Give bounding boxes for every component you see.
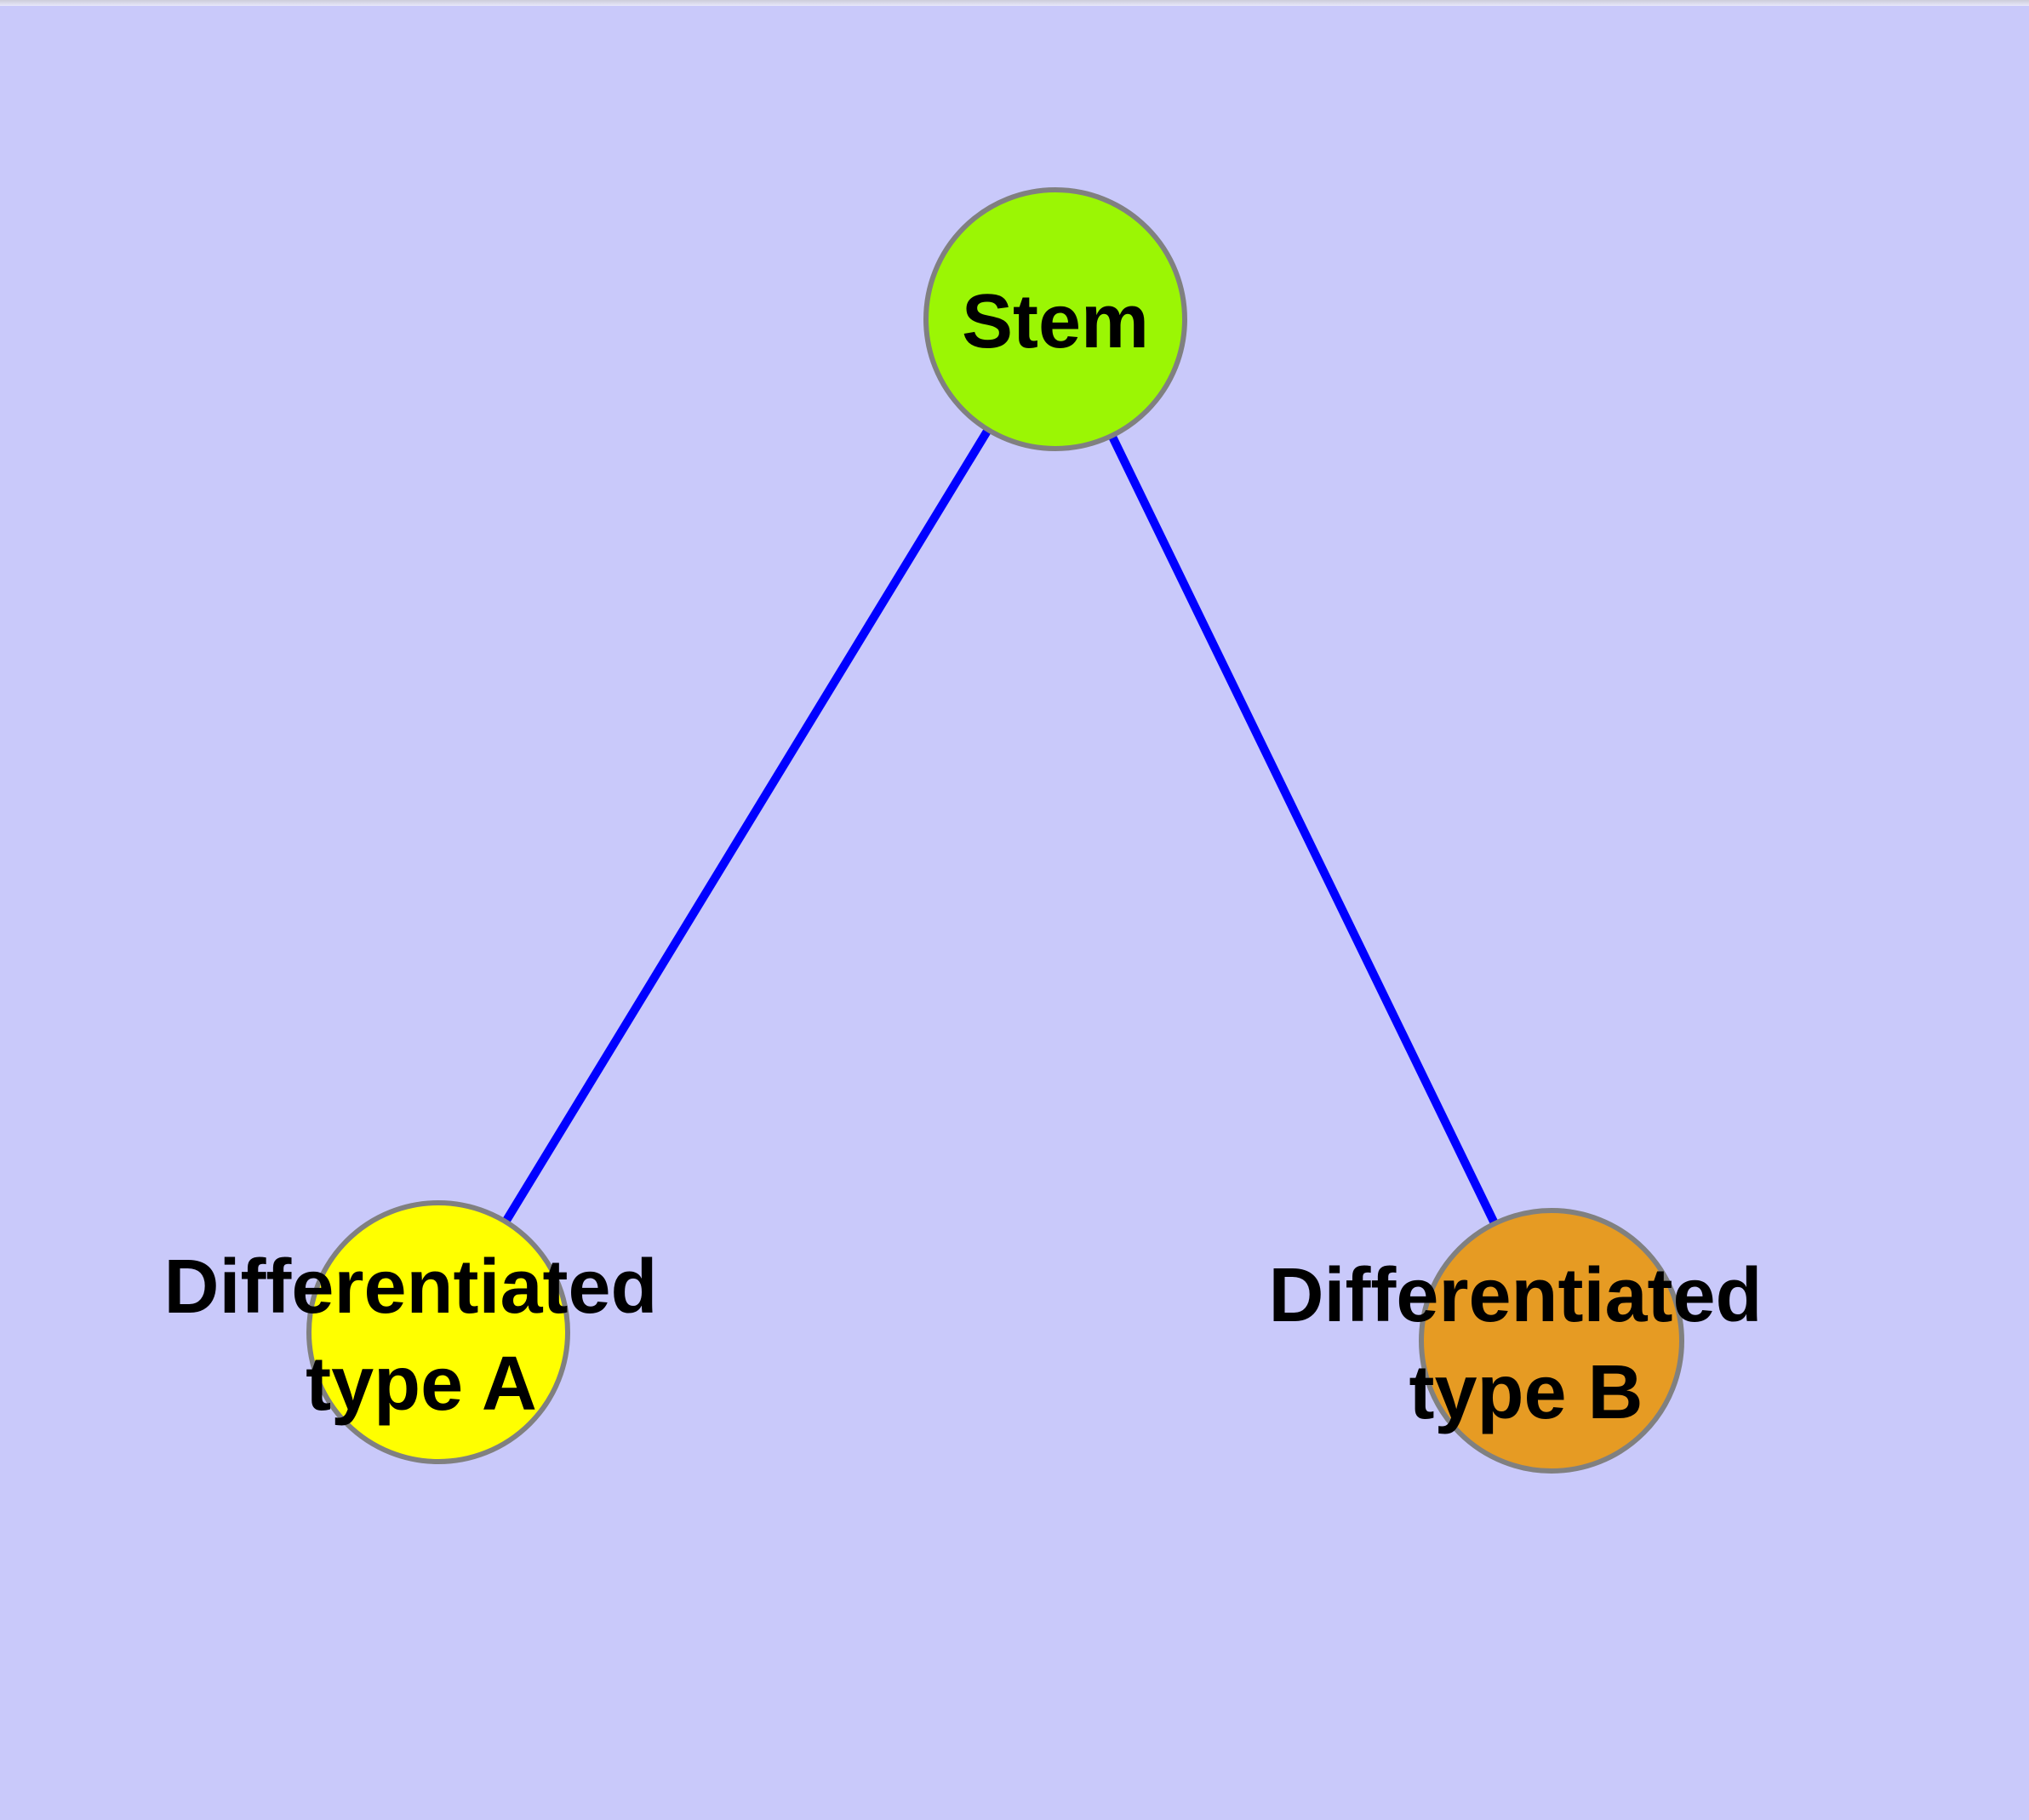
edge-stem-to-type-a <box>434 317 1060 1335</box>
node-type-b-label-line-1: Differentiated <box>1268 1253 1762 1338</box>
node-stem-label: Stem <box>962 279 1149 364</box>
node-stem <box>923 187 1187 451</box>
node-type-a-label-line-2: type A <box>306 1342 537 1427</box>
node-differentiated-type-a <box>306 1200 570 1464</box>
edge-stem-to-type-b <box>1051 317 1556 1343</box>
node-stem-label-line: Stem <box>962 279 1149 364</box>
top-edge-highlight <box>0 0 2029 6</box>
node-type-b-label-line-2: type B <box>1409 1350 1643 1435</box>
node-type-a-label-line-1: Differentiated <box>163 1245 657 1330</box>
node-type-a-label: Differentiated type A <box>163 1245 678 1427</box>
node-differentiated-type-b <box>1419 1208 1684 1474</box>
node-type-b-label: Differentiated type B <box>1268 1253 1783 1435</box>
